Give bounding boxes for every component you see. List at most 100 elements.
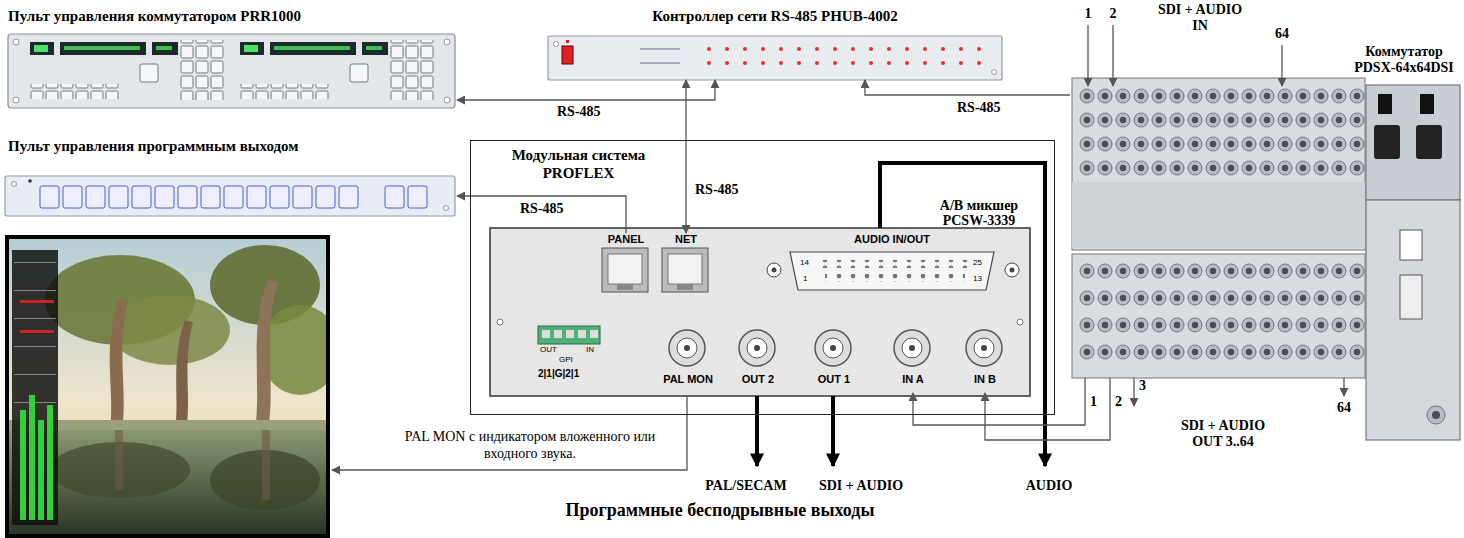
signal-label: RS-485 (555, 104, 603, 120)
prr1000-device-part (60, 42, 146, 55)
program-panel-device-part (408, 186, 427, 208)
mixer-panel-drawing-part (617, 284, 633, 290)
mixer-panel-drawing-part (767, 263, 781, 277)
mixer-panel-drawing-part (542, 330, 550, 338)
callout-number: 2 (1105, 6, 1121, 22)
pin-number: 1 (803, 274, 807, 283)
prr1000-device-part (13, 39, 19, 45)
node-text: Модульная система PROFLEX (496, 146, 661, 182)
node-text: A/B микшер PCSW-3339 (929, 198, 1029, 228)
router-chassis-drawing-part (1078, 258, 1366, 366)
prr1000-device-part (244, 45, 258, 52)
monitor-picture-part-part (110, 300, 128, 430)
bnc-port: OUT 1 (804, 327, 864, 393)
router-chassis-drawing-part (1072, 78, 1365, 250)
node-text: IN A (883, 373, 943, 386)
mixer-panel-drawing-part (669, 330, 705, 366)
program-panel-device-part (109, 186, 128, 208)
signal-wires-part (1133, 378, 1134, 406)
prr1000-device-part (362, 42, 388, 55)
prr1000-device-part (240, 84, 330, 99)
phub-device-part (548, 36, 1002, 80)
router-chassis-drawing-part (1416, 125, 1442, 159)
monitor-picture-part-part (110, 295, 230, 365)
mixer-panel-drawing-part (823, 338, 843, 358)
mixer-panel-drawing-part (668, 254, 702, 284)
prr1000-device-part (156, 46, 172, 50)
prr1000-device-part (13, 97, 19, 103)
pin-name: GPI (559, 355, 573, 364)
mixer-panel-drawing-part (590, 330, 598, 338)
program-panel-device-part (201, 186, 220, 208)
program-panel-device-part (28, 179, 32, 183)
mixer-panel-drawing-part (790, 252, 994, 290)
pin-number: 25 (973, 258, 982, 267)
callout-number: 1 (1080, 6, 1096, 22)
signal-label: RS-485 (693, 182, 741, 198)
program-panel-device-part (12, 182, 17, 187)
program-panel-device-part (247, 186, 266, 208)
prr1000-device-part (390, 40, 435, 100)
callout-number: 64 (1270, 26, 1294, 42)
rs485-connector (457, 196, 626, 233)
caption-text: Программные бесподрывные выходы (470, 500, 970, 521)
phub-device-part (566, 40, 569, 43)
program-panel-device-part (132, 186, 151, 208)
mixer-panel-drawing-part (974, 338, 994, 358)
monitor-picture (5, 235, 340, 538)
mixer-panel-drawing-part (830, 345, 836, 351)
mixer-panel-drawing-part (747, 338, 767, 358)
program-panel-device-part (155, 186, 174, 208)
signal-label: SDI + AUDIO OUT 3..64 (1168, 418, 1278, 450)
signal-wires-part (1281, 45, 1282, 86)
monitor-picture-part (20, 300, 54, 303)
monitor-picture-part-part (115, 430, 123, 490)
bnc-port: PAL MON (656, 327, 720, 393)
signal-wires-part (1112, 25, 1113, 86)
mixer-panel-drawing-part (754, 345, 760, 351)
phub-device-part (554, 42, 559, 47)
mixer-panel-drawing-part (554, 330, 562, 338)
signal-label: SDI + AUDIO IN (1150, 2, 1250, 34)
mixer-panel-drawing-part (909, 345, 915, 351)
program-panel-device-part (444, 206, 449, 211)
prr1000-device-part (152, 42, 178, 55)
router-chassis-drawing-part (1427, 406, 1445, 424)
mixer-panel-drawing-part (538, 326, 600, 344)
prr1000-device-part (64, 46, 140, 50)
router-chassis-drawing (1072, 78, 1460, 440)
rs485-connector (913, 378, 1085, 425)
prr1000-device-part (34, 45, 48, 52)
mixer-panel-drawing-part (902, 338, 922, 358)
monitor-picture-part (38, 420, 44, 520)
router-chassis: Коммутатор PDSX-64x64DSI (1070, 38, 1462, 378)
mixer-panel-drawing-part (818, 260, 972, 268)
phub-device-part (992, 70, 997, 75)
mixer-panel-drawing-part (608, 254, 642, 284)
signal-wires-part (831, 396, 835, 466)
mixer-panel-drawing-part (578, 330, 586, 338)
node-text: Контроллер сети RS-485 PHUB-4002 (548, 8, 1002, 25)
node-text: PAL MON (656, 373, 720, 386)
rs485-connector (685, 80, 686, 233)
program-panel-device-part (224, 186, 243, 208)
mixer-panel-drawing-part (772, 268, 777, 273)
router-chassis-drawing-part (1072, 182, 1365, 248)
monitor-picture-part (29, 395, 35, 520)
monitor-picture-part-part (175, 320, 193, 430)
node-text: PANEL (599, 233, 653, 246)
program-panel-device-part (63, 186, 82, 208)
router-chassis-drawing-part (1432, 411, 1440, 419)
signal-label: RS-485 (518, 201, 566, 217)
signal-wires (332, 25, 1344, 470)
signal-wires-part (1343, 378, 1344, 396)
router-chassis-drawing-part (1072, 254, 1365, 378)
monitor-picture-part (14, 318, 56, 319)
program-panel-device-part (339, 186, 358, 208)
mixer-panel-drawing-part (497, 319, 503, 325)
callout-number: 3 (1139, 378, 1153, 394)
mixer-panel-drawing-part (739, 330, 775, 366)
router-chassis-drawing-part (1378, 94, 1392, 114)
